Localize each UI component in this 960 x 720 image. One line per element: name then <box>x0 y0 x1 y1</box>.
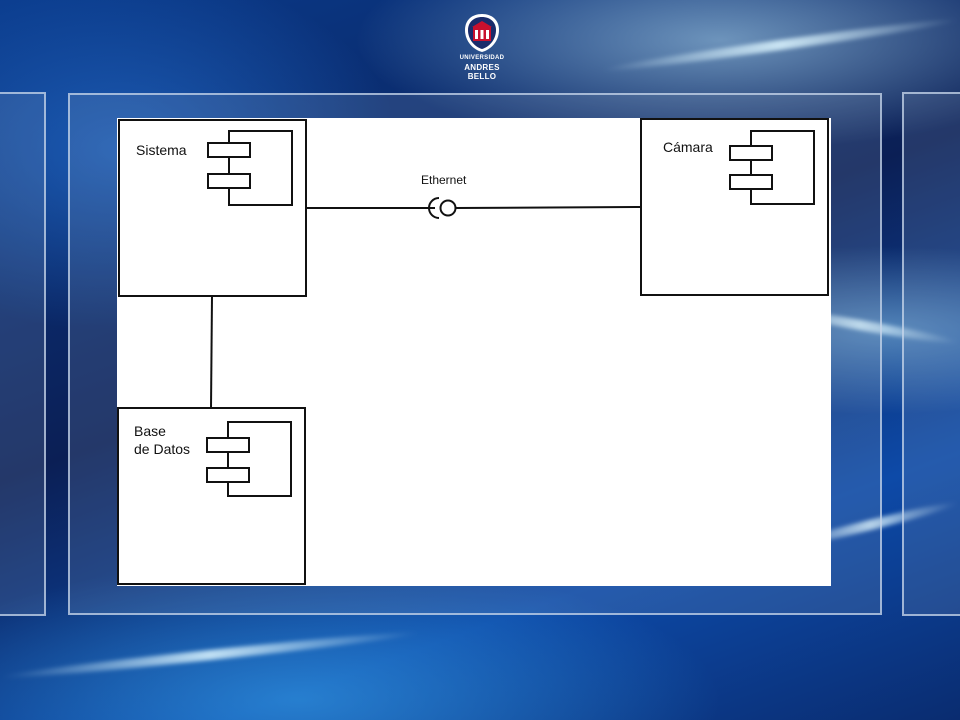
component-label-base-datos: Base de Datos <box>134 423 191 457</box>
diagram-canvas: Sistema Cámara Base de Datos Ethernet <box>117 118 831 586</box>
left-frame <box>0 92 46 616</box>
right-frame <box>902 92 960 616</box>
component-icon <box>206 421 292 497</box>
connector-ethernet-camara <box>455 206 642 209</box>
provided-interface-ball <box>439 199 457 217</box>
university-crest-icon <box>465 14 499 52</box>
required-interface-socket <box>428 197 440 219</box>
connector-sistema-base-datos <box>210 295 213 409</box>
logo-line2: ANDRES BELLO <box>464 63 500 81</box>
component-label-camara: Cámara <box>663 139 713 155</box>
component-icon <box>729 130 815 205</box>
logo-line1: UNIVERSIDAD <box>459 55 505 61</box>
interface-label-ethernet: Ethernet <box>421 173 467 187</box>
component-icon <box>207 130 293 206</box>
university-logo: UNIVERSIDAD ANDRES BELLO <box>450 12 514 81</box>
component-label-sistema: Sistema <box>136 142 187 158</box>
component-diagram <box>117 118 829 585</box>
